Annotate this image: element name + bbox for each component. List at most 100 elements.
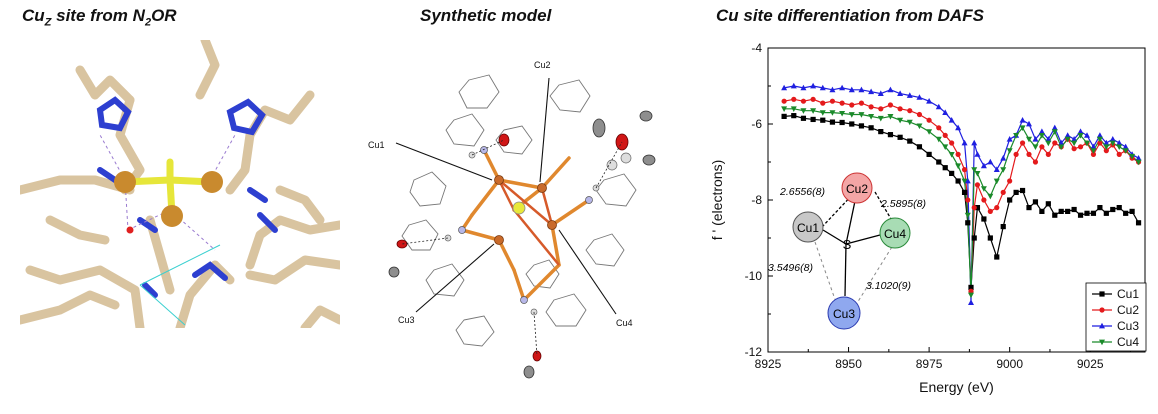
panel2-title: Synthetic model [420, 6, 552, 25]
data-point-cu4 [1129, 153, 1136, 160]
data-point-cu3 [819, 84, 826, 91]
dist-cu1-cu3: 3.5496(8) [768, 262, 813, 274]
data-point-cu4 [935, 136, 942, 143]
data-point-cu4 [971, 167, 978, 173]
data-point-cu4 [1096, 136, 1103, 143]
x-tick-label: 9025 [1077, 357, 1104, 371]
inset-label-cu1: Cu1 [797, 221, 819, 235]
y-tick-label: -4 [751, 41, 762, 55]
data-point-cu2 [1103, 148, 1109, 154]
data-point-cu2 [849, 102, 855, 108]
data-point-cu2 [936, 125, 942, 131]
p1-title-sub1: Z [44, 16, 52, 29]
data-point-cu3 [906, 92, 913, 98]
inset-node-cu2 [841, 172, 873, 204]
data-point-cu4 [1019, 125, 1026, 131]
water-oxygen [126, 226, 134, 234]
inset-label-cu3: Cu3 [833, 307, 855, 321]
data-point-cu3 [987, 158, 994, 165]
data-point-cu3 [974, 151, 981, 157]
data-point-cu3 [971, 139, 978, 146]
series-line-cu3 [783, 85, 1139, 303]
legend-marker-cu4 [1099, 339, 1105, 346]
data-point-cu1 [926, 151, 932, 157]
legend-marker-cu2 [1099, 307, 1105, 313]
data-point-cu1 [1032, 199, 1039, 205]
data-point-cu1 [971, 235, 977, 241]
data-point-cu4 [1038, 133, 1045, 139]
data-point-cu3 [1026, 120, 1032, 127]
data-point-cu2 [955, 151, 961, 157]
legend-marker-cu1 [1099, 291, 1105, 297]
data-point-cu4 [964, 212, 971, 219]
data-point-cu4 [987, 193, 994, 200]
data-point-cu1 [949, 170, 955, 176]
data-point-cu4 [1116, 144, 1123, 150]
data-point-cu1 [810, 116, 816, 123]
data-point-cu2 [791, 96, 797, 102]
data-point-cu2 [942, 132, 948, 138]
model-label-cu3: Cu3 [398, 315, 415, 325]
data-point-cu2 [907, 108, 913, 114]
data-point-cu4 [1071, 140, 1078, 147]
data-point-cu2 [965, 197, 971, 203]
legend-label-cu2: Cu2 [1117, 303, 1139, 317]
data-point-cu2 [897, 106, 903, 112]
data-point-cu4 [810, 108, 817, 114]
inset-node-cu3 [827, 296, 861, 330]
data-point-cu1 [1123, 210, 1129, 216]
data-point-cu3 [1090, 143, 1097, 150]
data-point-cu2 [968, 288, 974, 294]
data-point-cu1 [965, 220, 971, 226]
data-point-cu3 [1006, 136, 1013, 142]
data-point-cu1 [820, 117, 826, 123]
legend-label-cu3: Cu3 [1117, 319, 1139, 333]
data-point-cu2 [829, 98, 836, 104]
data-point-cu3 [916, 94, 923, 100]
data-point-cu1 [878, 129, 884, 135]
data-point-cu4 [1077, 133, 1084, 139]
data-point-cu1 [1045, 201, 1051, 207]
inset-label-cu4: Cu4 [884, 227, 906, 241]
data-point-cu3 [935, 103, 942, 110]
data-point-cu1 [887, 132, 894, 138]
cu-atom-1 [114, 171, 136, 193]
data-point-cu4 [906, 119, 913, 126]
data-point-cu4 [887, 114, 894, 120]
data-point-cu1 [981, 216, 987, 222]
panel3-title: Cu site differentiation from DAFS [716, 6, 984, 25]
data-point-cu2 [781, 98, 787, 104]
data-point-cu4 [955, 163, 962, 169]
data-point-cu2 [858, 100, 865, 106]
data-point-cu1 [1110, 206, 1116, 213]
data-point-cu1 [1058, 208, 1064, 214]
data-point-cu1 [1135, 220, 1142, 226]
data-point-cu4 [1103, 144, 1110, 150]
data-point-cu1 [955, 178, 961, 184]
series-markers [781, 82, 1142, 305]
data-point-cu2 [1045, 151, 1051, 157]
data-point-cu2 [1019, 140, 1026, 146]
data-point-cu4 [1122, 148, 1129, 154]
synthetic-model-image: Cu1 Cu2 Cu3 Cu4 [354, 40, 684, 405]
data-point-cu3 [1135, 155, 1142, 161]
data-point-cu3 [1084, 132, 1090, 138]
data-point-cu1 [961, 189, 968, 195]
data-point-cu2 [961, 167, 968, 173]
data-point-cu2 [1000, 189, 1006, 195]
data-point-cu3 [1071, 136, 1078, 142]
panel1-title: CuZ site from N2OR [22, 6, 177, 28]
data-point-cu2 [810, 96, 816, 102]
data-point-cu4 [980, 186, 987, 192]
data-point-cu4 [858, 112, 865, 118]
data-point-cu1 [858, 123, 865, 129]
data-point-cu2 [949, 140, 955, 146]
data-point-cu3 [1096, 132, 1103, 138]
data-point-cu1 [839, 119, 845, 126]
data-point-cu2 [971, 205, 977, 211]
data-point-cu2 [887, 102, 894, 108]
y-tick-label: -10 [745, 269, 763, 283]
data-point-cu3 [961, 139, 968, 146]
data-point-cu1 [800, 115, 807, 121]
data-point-cu4 [1109, 140, 1116, 147]
